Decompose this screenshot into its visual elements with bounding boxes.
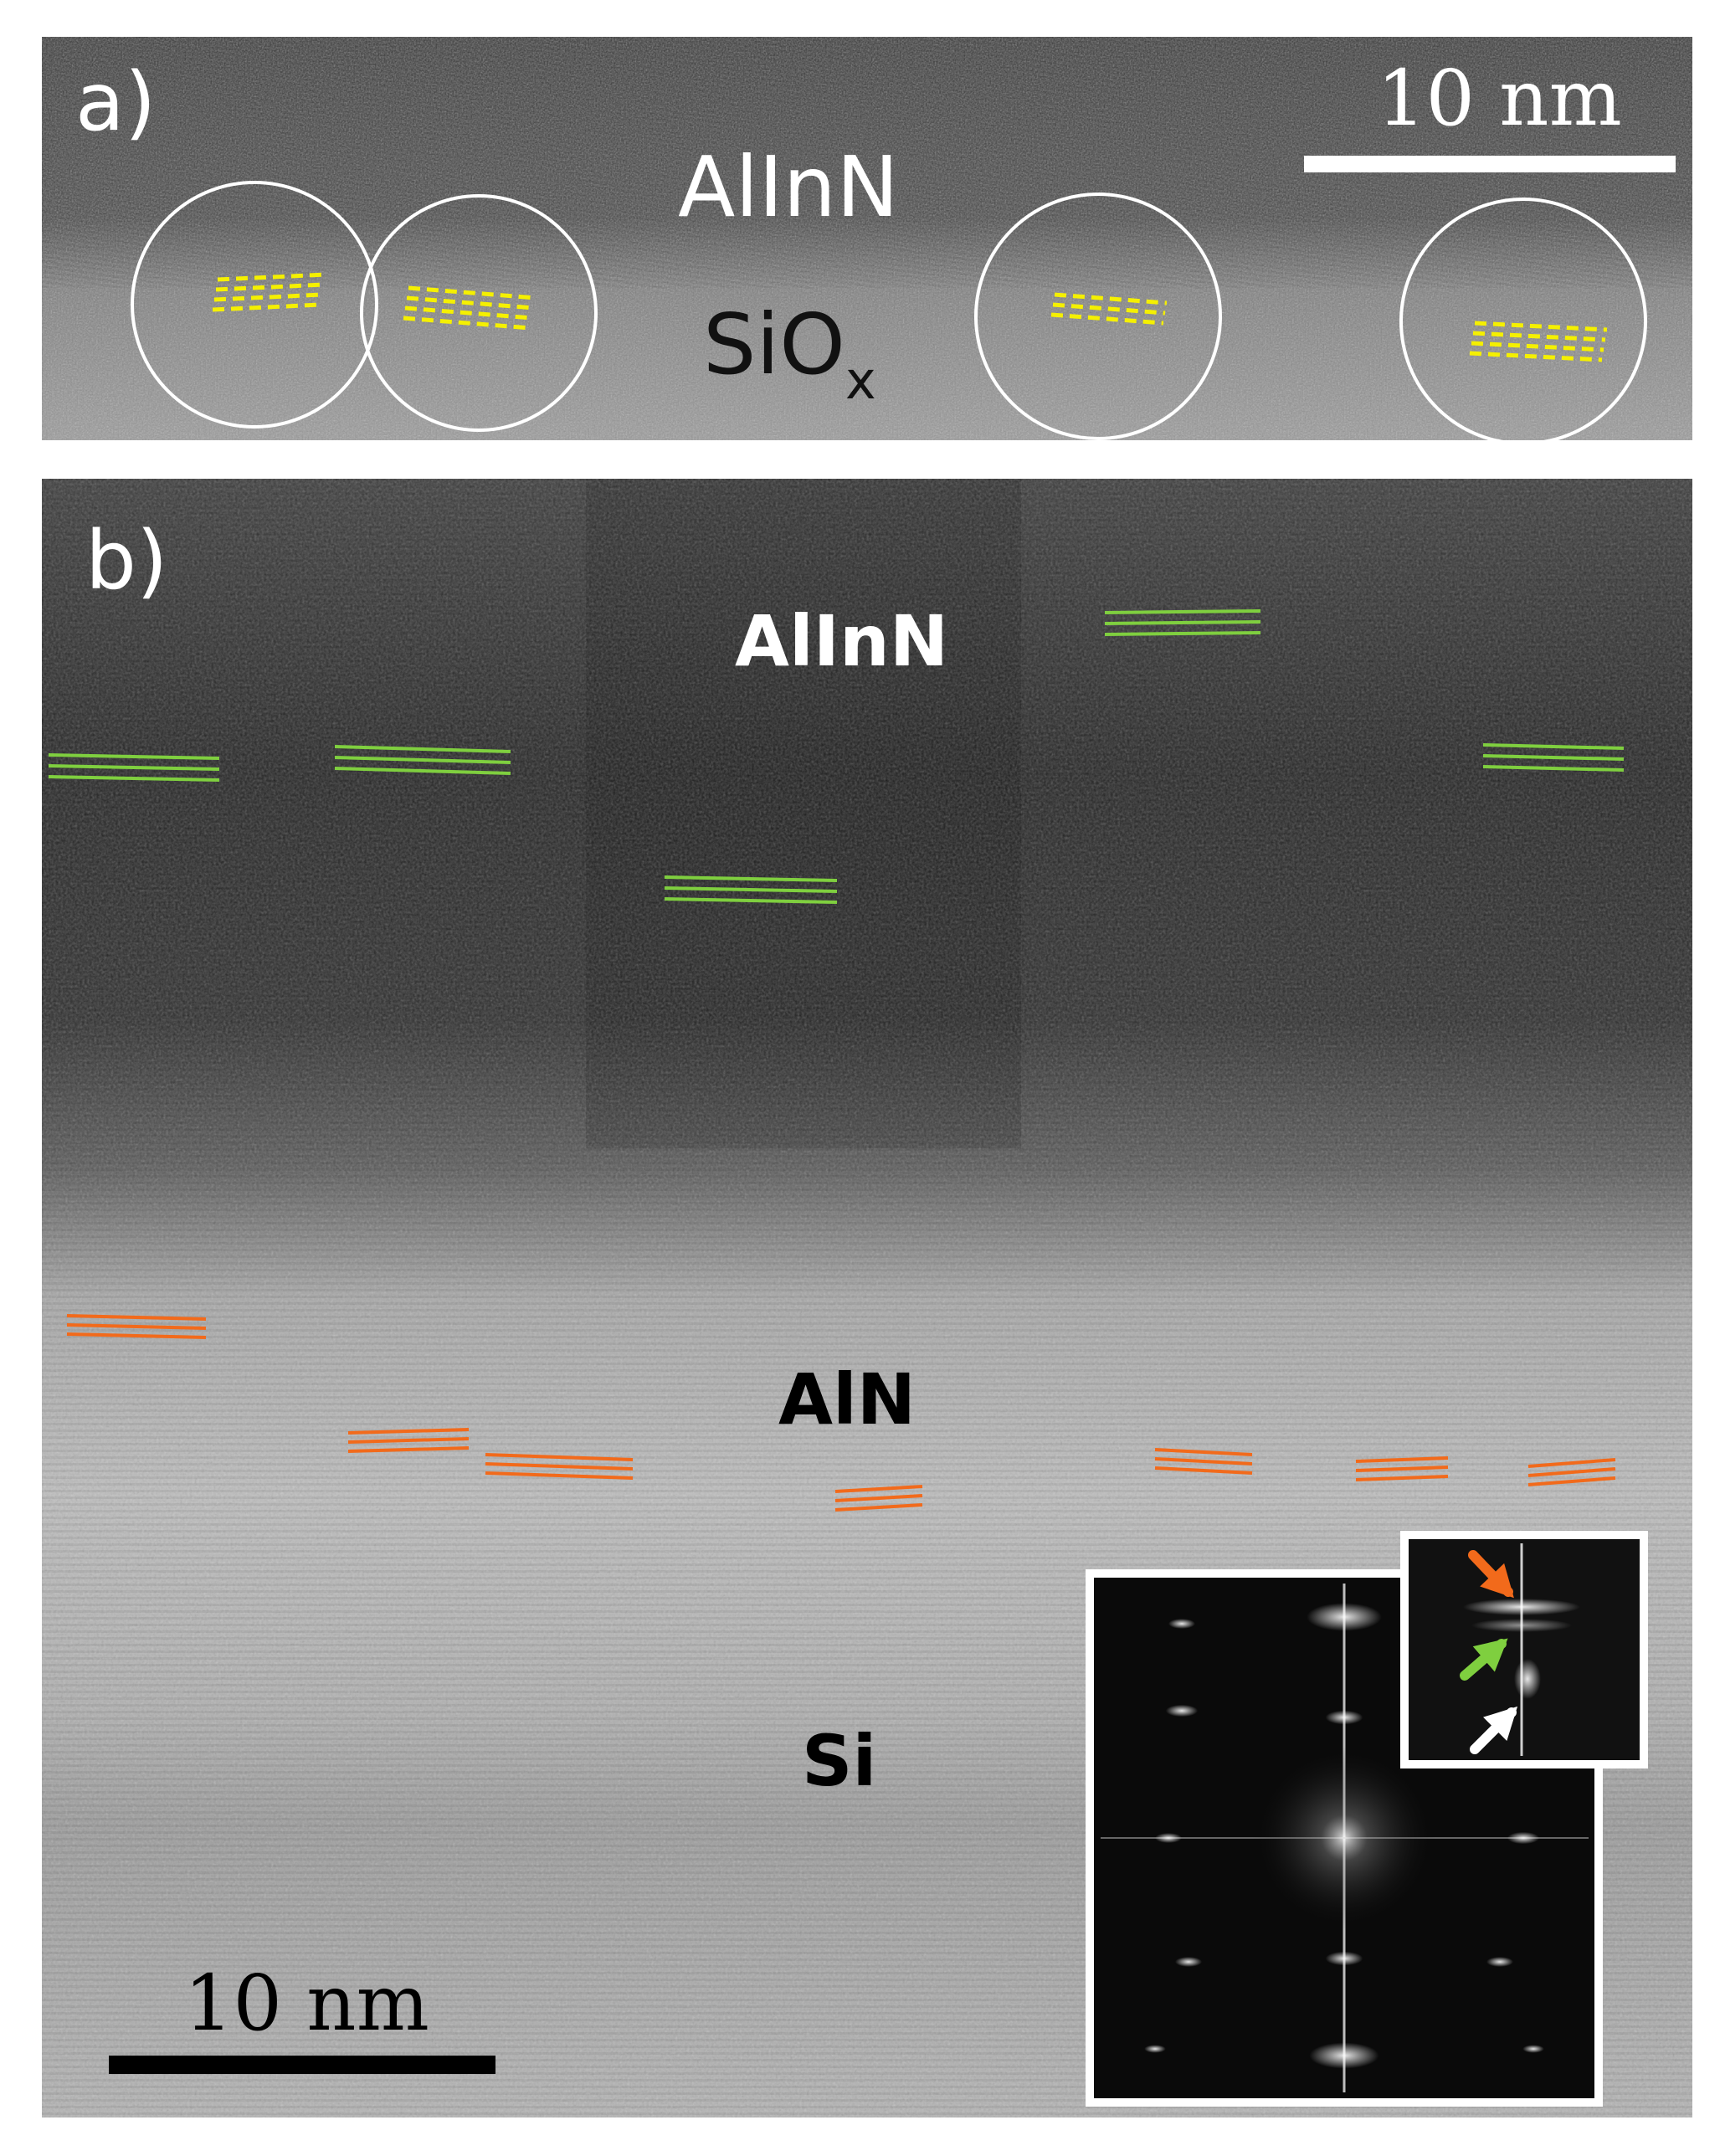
lattice-fringe-mark bbox=[1527, 1458, 1616, 1468]
lattice-fringe-mark bbox=[1104, 609, 1261, 614]
diffraction-spot bbox=[1168, 1619, 1195, 1629]
lattice-fringe-mark bbox=[1474, 321, 1608, 332]
diffraction-spot bbox=[1175, 1957, 1202, 1967]
lattice-fringe-mark bbox=[664, 886, 838, 893]
lattice-fringe-mark bbox=[1050, 312, 1164, 326]
lattice-fringe-mark bbox=[1355, 1475, 1449, 1481]
diffraction-spot bbox=[1155, 1833, 1182, 1843]
lattice-fringe-mark bbox=[347, 1428, 470, 1435]
lattice-fringe-mark bbox=[404, 305, 533, 321]
lattice-fringe-mark bbox=[1154, 1457, 1253, 1466]
lattice-fringe-mark bbox=[834, 1503, 923, 1512]
panel-b-tem-image: b) AlInN AlN Si 10 nm bbox=[42, 479, 1692, 2118]
lattice-fringe-mark bbox=[1527, 1467, 1616, 1477]
lattice-fringe-mark bbox=[1154, 1466, 1253, 1475]
lattice-fringe-mark bbox=[1104, 620, 1261, 625]
diffraction-spot bbox=[1309, 2042, 1379, 2069]
lattice-fringe-mark bbox=[1104, 631, 1261, 636]
scale-bar bbox=[109, 2056, 495, 2074]
lattice-fringe-mark bbox=[1355, 1456, 1449, 1463]
grain-circle bbox=[131, 181, 378, 429]
lattice-fringe-mark bbox=[408, 285, 536, 300]
lattice-fringe-mark bbox=[834, 1494, 923, 1502]
orange-arrow bbox=[1468, 1550, 1514, 1599]
diffraction-spot bbox=[1144, 2045, 1166, 2053]
lattice-fringe-mark bbox=[1052, 302, 1166, 316]
lattice-fringe-mark bbox=[834, 1485, 923, 1493]
panel-a-tem-image: a) AlInN SiOx 10 nm bbox=[42, 37, 1692, 440]
grain-circle bbox=[1399, 198, 1647, 440]
label-siox: SiOx bbox=[703, 295, 876, 411]
lattice-fringe-mark bbox=[66, 1323, 207, 1330]
lattice-fringe-mark bbox=[1054, 292, 1168, 305]
lattice-fringe-mark bbox=[485, 1471, 634, 1480]
green-arrow bbox=[1460, 1638, 1508, 1681]
diffraction-spot bbox=[1486, 1957, 1513, 1967]
lattice-fringe-mark bbox=[1469, 351, 1603, 362]
white-arrow bbox=[1470, 1706, 1518, 1754]
lattice-fringe-mark bbox=[48, 775, 220, 782]
scale-bar-label: 10 nm bbox=[1377, 54, 1622, 143]
lattice-fringe-mark bbox=[334, 756, 511, 764]
panel-a-letter: a) bbox=[75, 55, 157, 149]
label-si: Si bbox=[802, 1720, 877, 1802]
lattice-fringe-mark bbox=[347, 1446, 470, 1453]
lattice-fringe-mark bbox=[48, 764, 220, 771]
lattice-fringe-mark bbox=[664, 897, 838, 904]
lattice-fringe-mark bbox=[485, 1453, 634, 1461]
grain-circle bbox=[974, 192, 1222, 440]
label-aln: AlN bbox=[778, 1358, 916, 1440]
diffraction-spot bbox=[1325, 1951, 1363, 1966]
lattice-fringe-mark bbox=[1471, 341, 1604, 352]
lattice-fringe-mark bbox=[664, 875, 838, 882]
scale-bar bbox=[1304, 156, 1676, 172]
lattice-fringe-mark bbox=[1355, 1466, 1449, 1472]
diffraction-spot bbox=[1325, 1710, 1363, 1725]
lattice-fringe-mark bbox=[1482, 765, 1625, 772]
label-alinn: AlInN bbox=[735, 600, 949, 682]
diffraction-spot bbox=[1522, 2045, 1544, 2053]
diffraction-spot bbox=[1165, 1704, 1199, 1717]
diffraction-spot bbox=[1507, 1831, 1540, 1845]
lattice-fringe-mark bbox=[1472, 331, 1606, 342]
diffraction-spot bbox=[1307, 1603, 1382, 1631]
lattice-fringe-mark bbox=[403, 316, 531, 331]
lattice-fringe-mark bbox=[334, 767, 511, 775]
label-alinn: AlInN bbox=[678, 138, 899, 236]
grain-circle bbox=[360, 194, 598, 432]
lattice-fringe-mark bbox=[1527, 1476, 1616, 1486]
panel-b-micrograph bbox=[42, 479, 1692, 2118]
lattice-fringe-mark bbox=[334, 745, 511, 753]
scale-bar-label: 10 nm bbox=[184, 1958, 429, 2048]
lattice-fringe-mark bbox=[1154, 1448, 1253, 1456]
lattice-fringe-mark bbox=[66, 1332, 207, 1339]
lattice-fringe-mark bbox=[1482, 754, 1625, 761]
lattice-fringe-mark bbox=[347, 1437, 470, 1444]
panel-b-letter: b) bbox=[85, 514, 168, 608]
fft-zoom-inset bbox=[1400, 1531, 1648, 1768]
lattice-fringe-mark bbox=[485, 1462, 634, 1471]
lattice-fringe-mark bbox=[406, 295, 535, 311]
lattice-fringe-mark bbox=[1482, 743, 1625, 750]
lattice-fringe-mark bbox=[48, 753, 220, 760]
lattice-fringe-mark bbox=[66, 1314, 207, 1321]
